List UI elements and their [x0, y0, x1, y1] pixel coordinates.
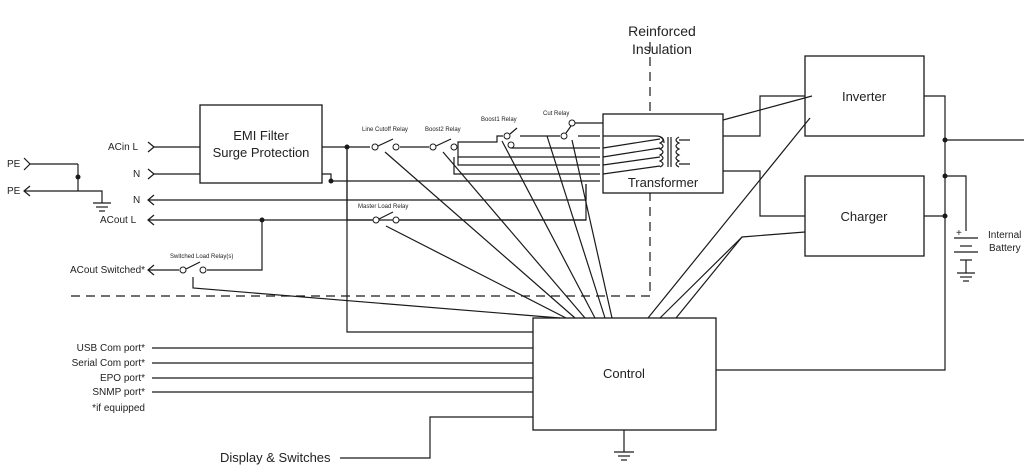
- surge-protection-label: Surge Protection: [213, 145, 310, 160]
- pe-out-label: PE: [7, 186, 21, 197]
- port-wiring: [152, 347, 634, 461]
- control-block: [532, 317, 717, 431]
- inverter-block: [804, 55, 925, 137]
- switched-load-relay: [179, 261, 207, 274]
- pe-junction-dot: [75, 174, 81, 180]
- acout-l-label: ACout L: [100, 215, 137, 226]
- reinforced-label-line2: Insulation: [632, 41, 692, 57]
- battery-plus-label: +: [956, 228, 962, 239]
- boost1-relay: [503, 127, 518, 149]
- control-fan-lines: [192, 95, 813, 319]
- transformer-symbol: [602, 135, 690, 175]
- transformer-label: Transformer: [628, 175, 699, 190]
- cut-relay: [560, 119, 576, 140]
- epo-port-label: EPO port*: [100, 373, 145, 384]
- switched-load-relay-label: Switched Load Relay(s): [170, 254, 233, 260]
- internal-battery-label-2: Battery: [989, 243, 1021, 254]
- charger-label: Charger: [841, 209, 889, 224]
- battery-icon: [954, 237, 978, 282]
- emi-filter-label: EMI Filter: [233, 128, 289, 143]
- n-in-label: N: [133, 169, 140, 180]
- line-cutoff-relay-label: Line Cutoff Relay: [362, 127, 408, 133]
- display-switches-label: Display & Switches: [220, 450, 331, 465]
- serial-port-label: Serial Com port*: [72, 358, 145, 369]
- boost1-relay-label: Boost1 Relay: [481, 117, 517, 123]
- emi-filter-block: [199, 104, 323, 184]
- boost2-relay: [429, 138, 458, 151]
- n-out-label: N: [133, 195, 140, 206]
- line-node-dot: [344, 144, 350, 150]
- master-load-relay-label: Master Load Relay: [358, 204, 408, 210]
- master-load-relay: [372, 211, 586, 224]
- usb-port-label: USB Com port*: [77, 343, 145, 354]
- line-cutoff-relay: [371, 138, 400, 151]
- relay-chain-wiring: [322, 122, 641, 333]
- control-label: Control: [603, 366, 645, 381]
- acin-l-label: ACin L: [108, 142, 138, 153]
- pe-in-label: PE: [7, 159, 21, 170]
- snmp-port-label: SNMP port*: [92, 387, 145, 398]
- acout-switched-label: ACout Switched*: [70, 265, 145, 276]
- power-path-wiring: [716, 95, 1024, 371]
- internal-battery-label-1: Internal: [988, 230, 1021, 241]
- acout-junction-dot: [259, 217, 265, 223]
- dc-bus-dot-2: [942, 173, 948, 179]
- boost2-relay-label: Boost2 Relay: [425, 127, 461, 133]
- if-equipped-note: *if equipped: [92, 403, 145, 414]
- dc-bus-dot-3: [942, 213, 948, 219]
- pe-wiring: [23, 157, 111, 212]
- reinforced-label-line1: Reinforced: [628, 23, 696, 39]
- neutral-node-dot: [328, 178, 334, 184]
- dc-bus-dot-1: [942, 137, 948, 143]
- inverter-label: Inverter: [842, 89, 887, 104]
- cut-relay-label: Cut Relay: [543, 111, 569, 117]
